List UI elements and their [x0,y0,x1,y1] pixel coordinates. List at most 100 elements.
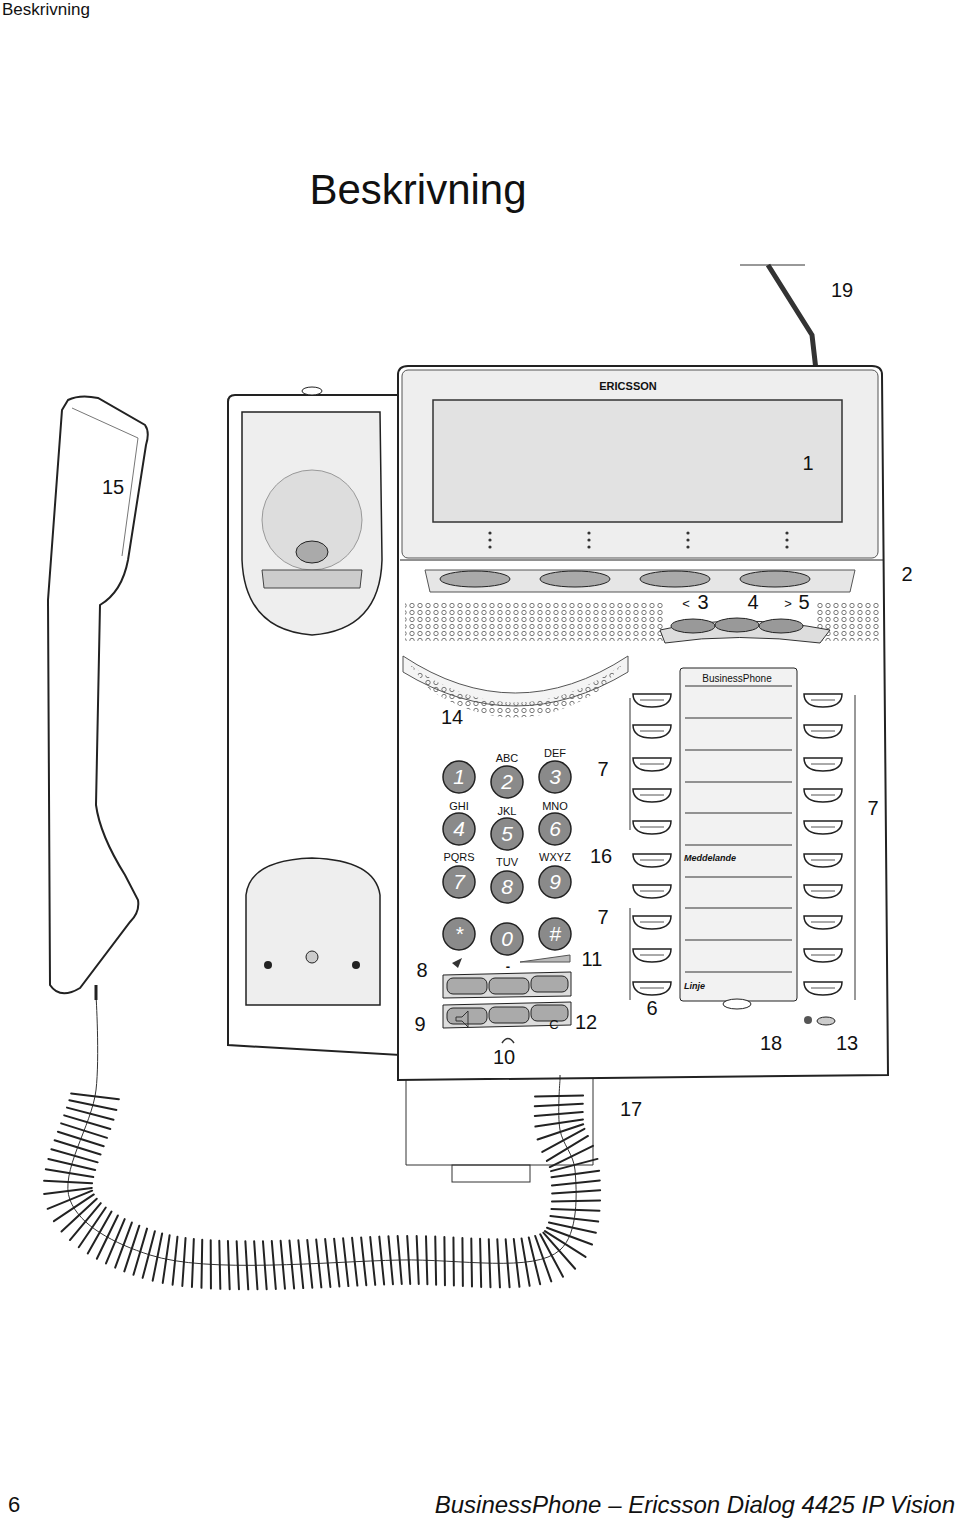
speaker-arc [403,656,628,706]
keypad-key [539,761,571,793]
cord-coil [200,1240,203,1288]
cord-coil [352,1238,357,1286]
cord-coil [417,1236,419,1284]
bracket-line [855,695,856,1000]
callout-number: 11 [582,948,603,970]
cord-coil [550,1216,598,1221]
function-key [633,949,671,962]
cord-coil [245,1241,248,1289]
callout-number: 10 [493,1046,515,1068]
key-digit: 1 [453,765,465,788]
cord-coil [361,1237,366,1285]
cord-coil [452,1238,454,1286]
hook-button [296,541,328,563]
function-key [633,885,671,898]
cord-coil [489,1239,491,1287]
function-key [804,821,842,834]
card-line [685,845,792,846]
keypad-key [539,813,571,845]
cord-coil [443,1237,446,1285]
cord-coil [298,1240,303,1288]
callout-number: 15 [102,476,124,498]
cord-coil [307,1240,312,1288]
cord-coil [263,1241,267,1289]
function-key [804,789,842,802]
cord-coil [542,1129,584,1152]
keypad-key [443,813,475,845]
callout-number: 7 [597,758,608,780]
cord-coil [535,1112,583,1116]
keypad-key [539,866,571,898]
cord-coil [316,1240,321,1288]
function-key-line [640,860,664,861]
cord-coil [379,1237,384,1285]
cord-coil [210,1240,212,1288]
hook [302,387,322,395]
cord-coil [535,1119,583,1126]
cord-coil [219,1241,220,1289]
function-key [633,916,671,929]
key-digit: 0 [501,927,513,950]
page-footer: 6 [8,1493,20,1517]
callout-number: 2 [901,563,912,585]
card-text: Meddelande [684,854,736,864]
key-letters: WXYZ [539,851,571,863]
cord-coil [163,1235,170,1283]
key-digit: 7 [453,870,465,893]
cord-coil [506,1239,510,1287]
phone-panel [398,366,888,1080]
cord-coil [535,1095,583,1096]
cord-coil [325,1239,330,1287]
card-line [685,718,792,719]
cord-coil [228,1241,230,1289]
softkeys [440,571,810,587]
key-letters: BusinessPhone [702,673,772,684]
function-key-line [640,795,664,796]
cord-coil [71,1093,119,1099]
function-key-line [640,922,664,923]
card-line [685,813,792,814]
speaker-grill [405,603,663,641]
key-digit: # [549,922,561,945]
key-digit: * [455,922,463,945]
function-key [633,854,671,867]
display-dots [488,531,788,548]
cable [768,265,816,370]
cord-coil [46,1169,93,1177]
cord-coil [192,1239,194,1287]
cord-end [560,1075,561,1080]
key-digit: 6 [549,817,561,840]
brand-text: ERICSSON [599,380,656,392]
callout-number: 13 [836,1032,858,1054]
card-line [685,972,792,973]
cord-coil [550,1146,593,1167]
key-digit: 4 [453,817,465,840]
cord-coil [514,1239,520,1287]
cord-coil [370,1237,375,1285]
function-key [633,789,671,802]
function-key [804,725,842,738]
cradle-dot [264,961,272,969]
key-digit: 5 [501,822,513,845]
cord-coil [547,1136,588,1161]
cord-coil [552,1190,600,1193]
cradle [242,412,382,635]
function-key-line [640,988,664,989]
keypad-key [443,918,475,950]
key-letters: > [784,597,792,611]
card-line [685,686,792,687]
function-key-line [640,827,664,828]
key-digit: 9 [549,870,561,893]
cord-coil [543,1233,575,1269]
callout-number: 19 [831,279,853,301]
volume-wedge [520,955,570,962]
mute-icon [452,958,462,968]
card-tab [723,999,751,1009]
callout-number: 7 [867,797,878,819]
function-key-line [811,764,835,765]
cord-coil [48,1159,95,1170]
cord-coil [173,1237,178,1285]
stand-foot [452,1165,530,1182]
function-key [804,949,842,962]
brand-text: - [506,960,510,974]
